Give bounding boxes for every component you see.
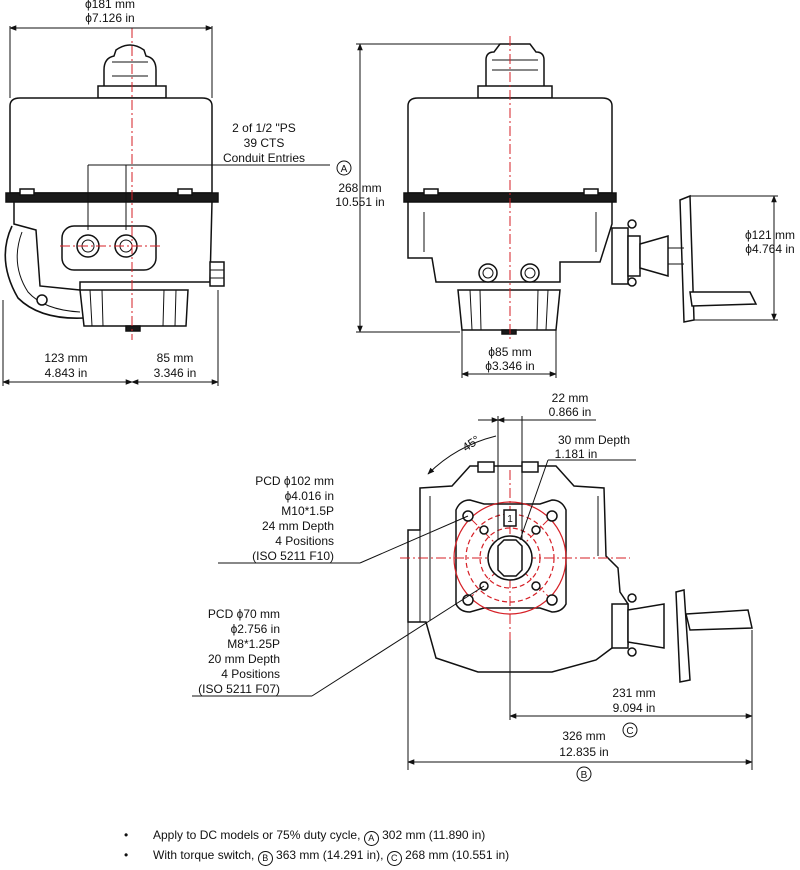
depth-mm-label: 30 mm Depth [558,433,630,447]
height-mm-label: 268 mm [338,181,381,195]
note-torque-switch: With torque switch, B 363 mm (14.291 in)… [0,846,800,866]
f07-line5: 4 Positions [221,667,280,681]
note2-value-b: 363 mm (14.291 in), [272,848,384,862]
height-in-label: 10.551 in [335,195,384,209]
b-mm-label: 326 mm [562,729,605,743]
width-mm-label: ϕ181 mm [85,0,135,11]
top-view: 1 22 mm 0.866 in 30 mm Depth 1.181 in 45… [192,391,753,782]
conduit-line1: 2 of 1/2 "PS [232,121,296,135]
circle-marker-a: A [363,831,379,846]
f07-line2: ϕ2.756 in [231,622,280,636]
marker-b: B [581,770,588,781]
note2-value-c: 268 mm (10.551 in) [401,848,510,862]
base-in-label: ϕ3.346 in [485,359,534,373]
note1-value: 302 mm (11.890 in) [378,828,486,842]
f10-line1: PCD ϕ102 mm [255,474,334,488]
left-mm-label: 123 mm [44,351,87,365]
handwheel-in-label: ϕ4.764 in [745,242,794,256]
f07-line6: (ISO 5211 F07) [198,682,280,696]
notes-list: Apply to DC models or 75% duty cycle, A … [0,826,800,866]
f10-line5: 4 Positions [275,534,334,548]
marker-a: A [341,164,348,175]
note1-text: Apply to DC models or 75% duty cycle, [153,828,361,842]
b-in-label: 12.835 in [559,745,608,759]
note2-text: With torque switch, [153,848,255,862]
f10-line6: (ISO 5211 F10) [252,549,334,563]
conduit-line3: Conduit Entries [223,151,305,165]
c-mm-label: 231 mm [612,686,655,700]
c-in-label: 9.094 in [613,701,656,715]
marker-c: C [626,726,633,737]
right-mm-label: 85 mm [157,351,194,365]
f07-line3: M8*1.25P [227,637,280,651]
f10-line2: ϕ4.016 in [285,489,334,503]
circle-marker-b: B [257,851,273,866]
f07-line1: PCD ϕ70 mm [208,607,280,621]
base-mm-label: ϕ85 mm [488,345,531,359]
f10-line4: 24 mm Depth [262,519,334,533]
note-dc-models: Apply to DC models or 75% duty cycle, A … [0,826,800,846]
front-view: A 268 mm 10.551 in ϕ121 mm ϕ4.764 in ϕ85… [335,36,795,378]
square-in-label: 0.866 in [549,405,592,419]
conduit-line2: 39 CTS [244,136,285,150]
left-in-label: 4.843 in [45,366,88,380]
right-in-label: 3.346 in [154,366,197,380]
depth-in-label: 1.181 in [555,447,598,461]
f07-line4: 20 mm Depth [208,652,280,666]
angle-label: 45° [460,432,483,454]
handwheel-mm-label: ϕ121 mm [745,228,795,242]
f10-line3: M10*1.5P [281,504,334,518]
circle-marker-c: C [386,851,402,866]
square-mm-label: 22 mm [552,391,589,405]
shaft-mark: 1 [507,514,513,525]
side-view: ϕ181 mm ϕ7.126 in 2 of 1/2 "PS 39 CTS Co… [2,0,330,386]
width-in-label: ϕ7.126 in [85,11,134,25]
